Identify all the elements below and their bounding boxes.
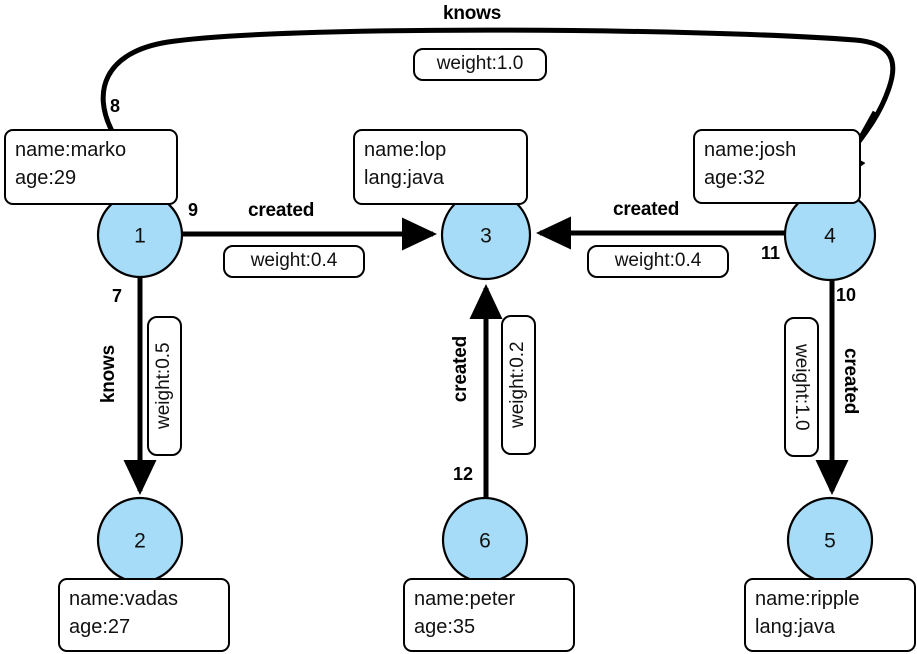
edge-8-id: 8	[110, 96, 121, 116]
node-2-id: 2	[134, 530, 146, 553]
node-5-id: 5	[824, 530, 836, 553]
edge-12-weight-chip: weight:0.2	[501, 315, 536, 455]
node-1-property-box: name:marko age:29	[4, 129, 178, 205]
node-2-prop-1: age:27	[69, 616, 131, 639]
node-5[interactable]: 5	[786, 496, 874, 584]
node-6[interactable]: 6	[441, 496, 529, 584]
node-1-prop-1: age:29	[15, 167, 77, 190]
edge-11-label: created	[613, 199, 680, 220]
node-4-id: 4	[824, 225, 836, 248]
edge-8-label: knows	[443, 3, 502, 24]
edge-9-weight-chip: weight:0.4	[223, 245, 365, 278]
node-1-prop-0: name:marko	[15, 139, 127, 161]
node-2-property-box: name:vadas age:27	[58, 578, 230, 652]
node-3-id: 3	[480, 225, 492, 248]
edge-9-label: created	[248, 200, 315, 221]
node-2[interactable]: 2	[96, 496, 184, 584]
node-6-prop-1: age:35	[414, 616, 476, 639]
node-3-prop-1: lang:java	[364, 167, 445, 190]
node-5-prop-1: lang:java	[755, 616, 836, 639]
edge-7-weight-chip: weight:0.5	[147, 316, 182, 456]
node-4-prop-0: name:josh	[704, 139, 797, 161]
edge-8-weight-chip: weight:1.0	[413, 48, 547, 81]
node-2-prop-0: name:vadas	[69, 588, 178, 610]
edge-10-id: 10	[836, 285, 857, 305]
node-1[interactable]: 1	[96, 191, 184, 279]
node-3-prop-0: name:lop	[364, 139, 447, 161]
node-4-property-box: name:josh age:32	[693, 129, 861, 204]
node-1-id: 1	[134, 225, 146, 248]
edge-7-id: 7	[112, 286, 123, 306]
edge-11-weight-chip: weight:0.4	[587, 245, 729, 278]
edge-8-path	[100, 27, 896, 154]
node-3-property-box: name:lop lang:java	[353, 129, 528, 205]
node-5-prop-0: name:ripple	[755, 588, 860, 610]
edge-10-label: created	[840, 348, 861, 415]
node-5-property-box: name:ripple lang:java	[744, 578, 916, 652]
edge-12-id: 12	[453, 464, 474, 484]
node-4-prop-1: age:32	[704, 167, 766, 190]
node-6-property-box: name:peter age:35	[403, 578, 575, 652]
edge-11-id: 11	[761, 243, 781, 263]
edge-7-label: knows	[98, 345, 119, 404]
edge-10-weight-chip: weight:1.0	[784, 317, 819, 457]
node-6-prop-0: name:peter	[414, 588, 516, 610]
edge-12-label: created	[450, 336, 471, 403]
edge-9-id: 9	[188, 200, 199, 220]
node-6-id: 6	[479, 530, 491, 553]
